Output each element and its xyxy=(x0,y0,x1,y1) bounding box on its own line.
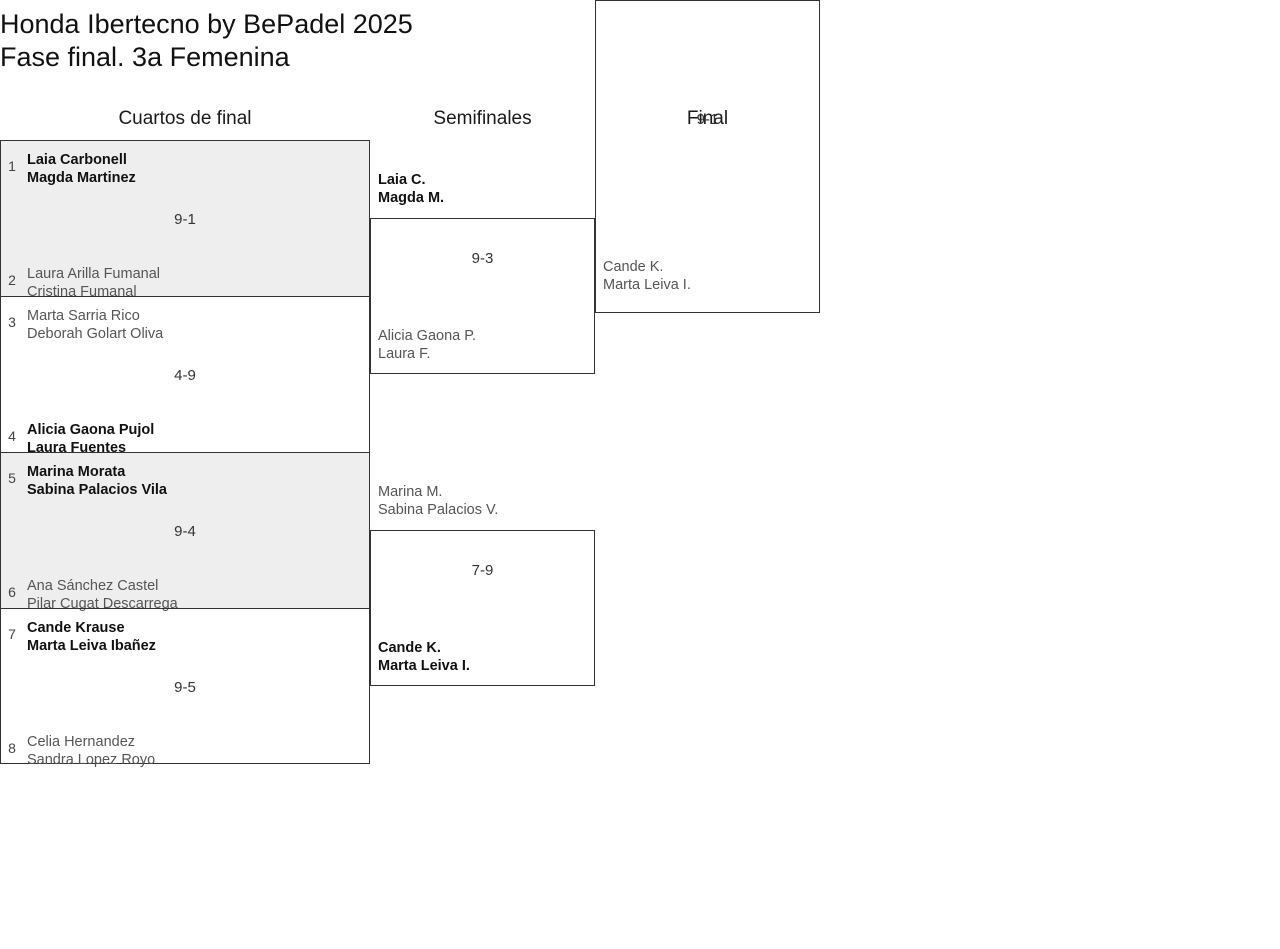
player-name: Celia Hernandez xyxy=(27,734,136,750)
player-name: Cande Krause xyxy=(27,620,125,636)
match-score: 4-9 xyxy=(174,367,196,384)
player-name: Marta Leiva I. xyxy=(603,277,691,293)
player-name: Magda Martinez xyxy=(27,170,136,186)
team-entry[interactable]: Cande Krause Marta Leiva Ibañez xyxy=(27,619,156,655)
tournament-phase: Fase final. 3a Femenina xyxy=(0,42,290,72)
player-name: Marina Morata xyxy=(27,464,126,480)
player-name: Magda M. xyxy=(378,190,445,206)
round-header-semifinals: Semifinales xyxy=(433,108,532,129)
player-name: Cande K. xyxy=(603,259,664,275)
page-title: Honda Ibertecno by BePadel 2025 Fase fin… xyxy=(0,8,900,74)
player-name: Alicia Gaona P. xyxy=(378,328,477,344)
match-score: 9-3 xyxy=(471,250,494,267)
match-semifinal-2[interactable]: Marina M. Sabina Palacios V. 7-9 Cande K… xyxy=(370,484,595,686)
team-entry[interactable]: Laia Carbonell Magda Martinez xyxy=(27,151,136,187)
player-name: Laia C. xyxy=(378,172,426,188)
team-entry[interactable]: Alicia Gaona P. Laura F. xyxy=(378,327,476,363)
player-name: Laura Arilla Fumanal xyxy=(27,266,160,282)
seed-number: 7 xyxy=(8,626,16,642)
match-score: 7-9 xyxy=(471,562,494,579)
team-entry[interactable]: Marta Sarria Rico Deborah Golart Oliva xyxy=(27,307,163,343)
team-entry[interactable]: Celia Hernandez Sandra Lopez Royo xyxy=(27,733,155,769)
match-quarterfinal-2[interactable]: 3 Marta Sarria Rico Deborah Golart Oliva… xyxy=(0,296,370,456)
seed-number: 5 xyxy=(8,470,16,486)
player-name: Laura F. xyxy=(378,346,431,362)
match-final[interactable]: Laia C. Magda M. 9-1 Cande K. Marta Leiv… xyxy=(595,0,820,313)
seed-number: 8 xyxy=(8,740,16,756)
player-name: Marta Leiva Ibañez xyxy=(27,638,156,654)
match-score: 9-1 xyxy=(174,211,196,228)
player-name: Cande K. xyxy=(378,640,441,656)
seed-number: 4 xyxy=(8,428,16,444)
match-quarterfinal-3[interactable]: 5 Marina Morata Sabina Palacios Vila 9-4… xyxy=(0,452,370,612)
team-entry[interactable]: Cande K. Marta Leiva I. xyxy=(378,639,470,675)
match-semifinal-1[interactable]: Laia C. Magda M. 9-3 Alicia Gaona P. Lau… xyxy=(370,172,595,374)
player-name: Marta Sarria Rico xyxy=(27,308,140,324)
seed-number: 1 xyxy=(8,158,16,174)
seed-number: 3 xyxy=(8,314,16,330)
player-name: Deborah Golart Oliva xyxy=(27,326,164,342)
team-entry[interactable]: Marina Morata Sabina Palacios Vila xyxy=(27,463,167,499)
team-entry[interactable]: Cande K. Marta Leiva I. xyxy=(603,258,691,294)
player-name: Ana Sánchez Castel xyxy=(27,578,159,594)
team-entry[interactable]: Marina M. Sabina Palacios V. xyxy=(378,483,498,519)
match-score: 9-4 xyxy=(174,523,196,540)
player-name: Marina M. xyxy=(378,484,443,500)
team-entry[interactable]: Laia C. Magda M. xyxy=(378,171,444,207)
player-name: Sabina Palacios Vila xyxy=(27,482,167,498)
round-header-quarterfinals: Cuartos de final xyxy=(118,108,252,129)
tournament-name: Honda Ibertecno by BePadel 2025 xyxy=(0,9,413,39)
round-header-final: Final xyxy=(686,108,729,129)
match-score: 9-5 xyxy=(174,679,196,696)
match-score: 9-1 xyxy=(696,111,719,128)
match-quarterfinal-4[interactable]: 7 Cande Krause Marta Leiva Ibañez 9-5 8 … xyxy=(0,608,370,768)
seed-number: 2 xyxy=(8,272,16,288)
player-name: Alicia Gaona Pujol xyxy=(27,422,155,438)
seed-number: 6 xyxy=(8,584,16,600)
match-quarterfinal-1[interactable]: 1 Laia Carbonell Magda Martinez 9-1 2 La… xyxy=(0,140,370,300)
player-name: Marta Leiva I. xyxy=(378,658,470,674)
player-name: Laia Carbonell xyxy=(27,152,127,168)
player-name: Sandra Lopez Royo xyxy=(27,752,156,768)
player-name: Sabina Palacios V. xyxy=(378,502,499,518)
